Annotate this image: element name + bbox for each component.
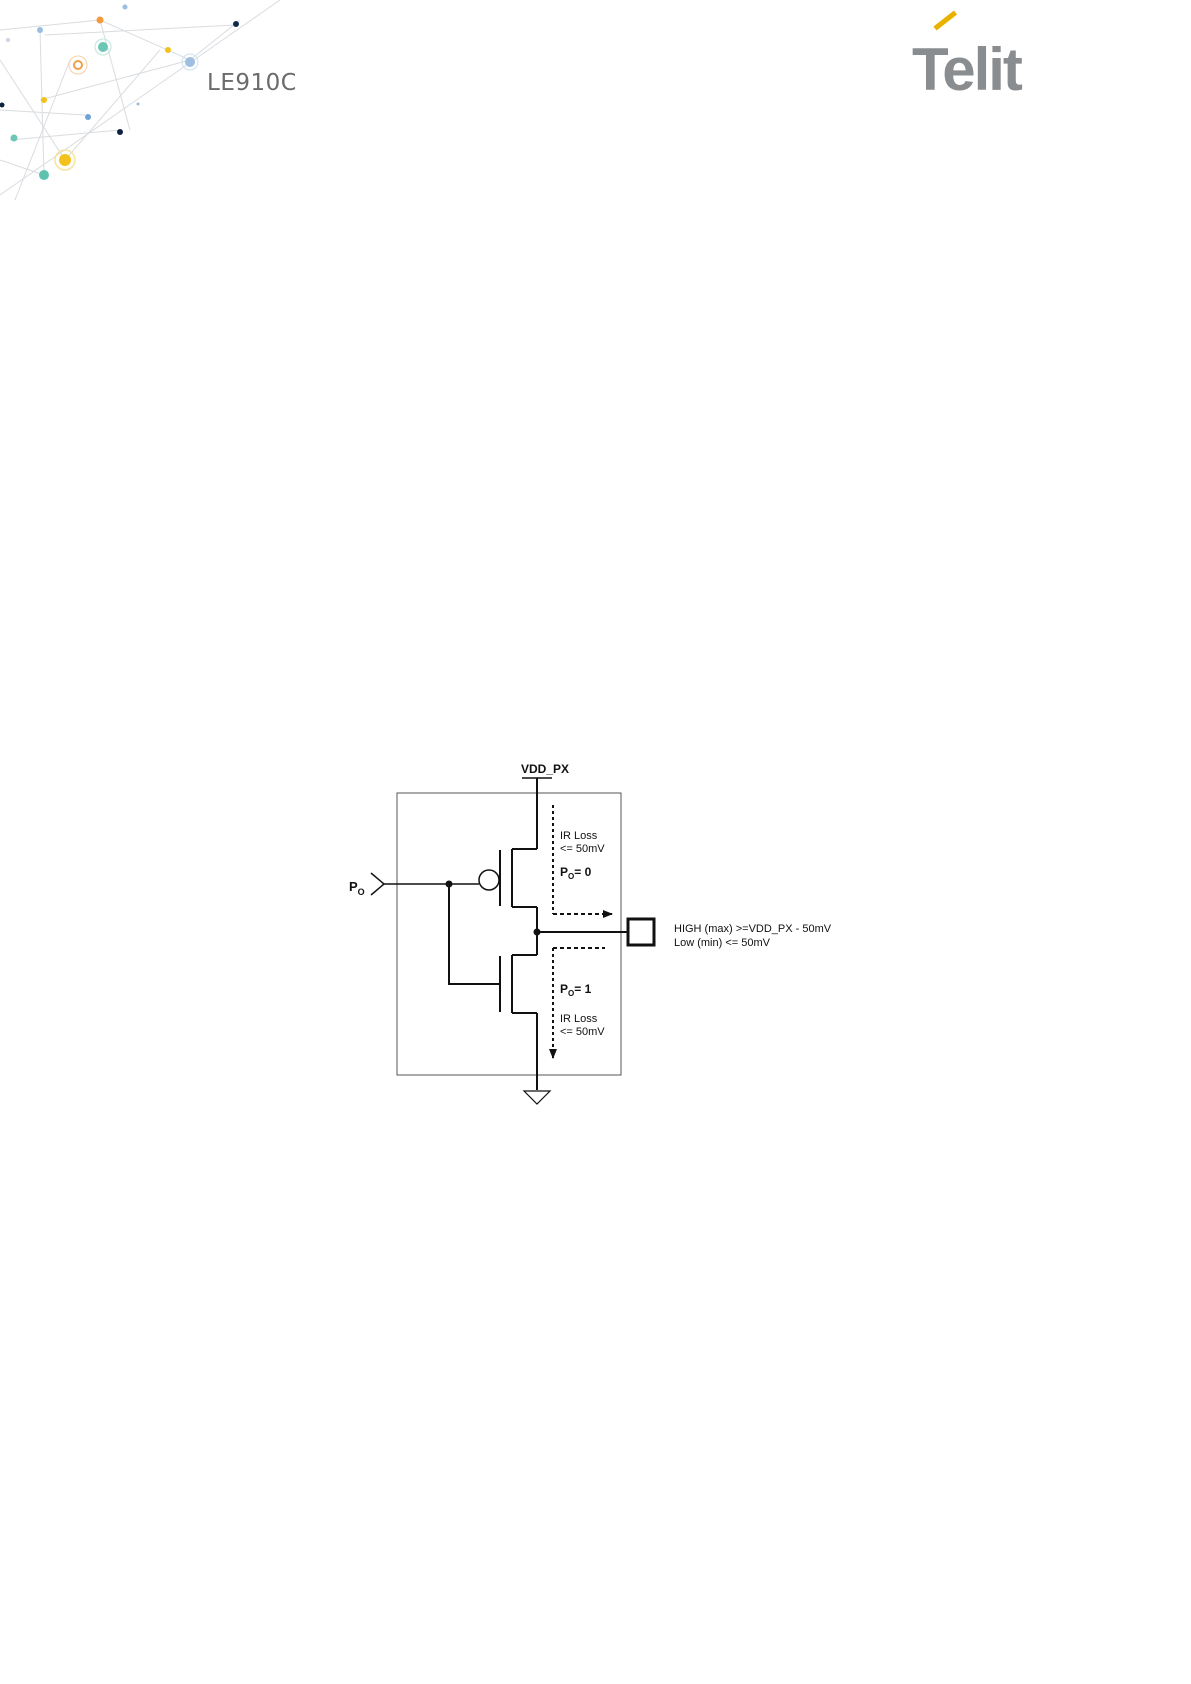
- nmos-gate-wire: [449, 884, 500, 984]
- document-title: LE910Cx: [207, 70, 295, 96]
- lower-note-line1: IR Loss: [560, 1013, 598, 1025]
- lower-state-label: PO= 1: [560, 982, 592, 998]
- upper-note-line1: IR Loss: [560, 830, 598, 842]
- output-low-spec: Low (min) <= 50mV: [674, 937, 771, 949]
- pmos-inversion-bubble: [479, 870, 499, 890]
- upper-state-label: PO= 0: [560, 865, 592, 881]
- input-chevron: [371, 873, 384, 895]
- lower-note-line2: <= 50mV: [560, 1026, 605, 1038]
- output-high-spec: HIGH (max) >=VDD_PX - 50mV: [674, 923, 832, 935]
- network-decoration-icon: [0, 0, 300, 215]
- ground-icon: [524, 1091, 550, 1104]
- upper-note-line2: <= 50mV: [560, 843, 605, 855]
- input-label: PO: [349, 879, 365, 897]
- brand-logo: Telit: [912, 40, 1021, 100]
- push-pull-output-diagram: VDD_PX PO IR: [320, 750, 860, 1120]
- logo-accent-icon: [933, 11, 957, 31]
- supply-label: VDD_PX: [521, 762, 569, 776]
- output-pad: [628, 919, 654, 945]
